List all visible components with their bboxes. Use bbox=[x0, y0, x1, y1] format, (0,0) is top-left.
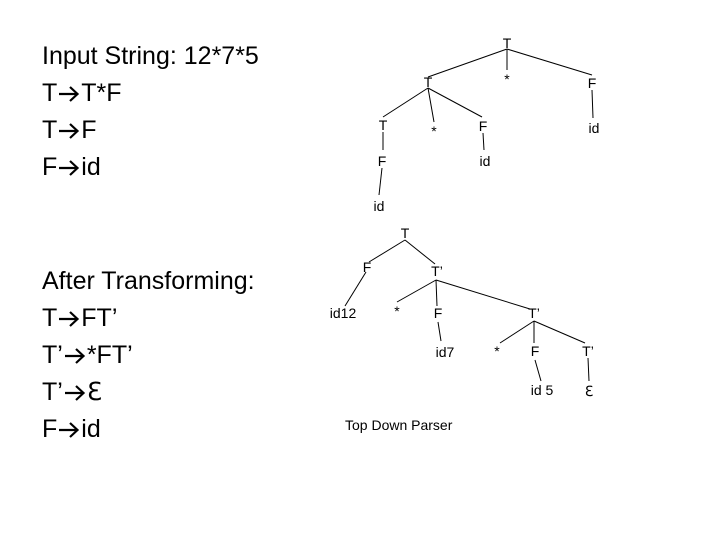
grammar-rule: T FT’ bbox=[42, 300, 255, 337]
rule-lhs: F bbox=[42, 153, 58, 181]
tree2-node-star: * bbox=[494, 343, 500, 359]
right-arrow-icon bbox=[58, 85, 80, 103]
right-arrow-icon bbox=[64, 347, 86, 365]
rule-lhs: T bbox=[42, 79, 58, 107]
right-arrow-icon bbox=[64, 384, 86, 402]
right-arrow-icon bbox=[58, 122, 80, 140]
tree1-node-f: F bbox=[378, 153, 387, 169]
tree2-node-f: F bbox=[434, 305, 443, 321]
tree1-node-id: id bbox=[480, 153, 491, 169]
rule-lhs: T bbox=[42, 116, 58, 144]
right-arrow-icon bbox=[58, 421, 80, 439]
input-string-value: 12*7*5 bbox=[183, 42, 259, 70]
rule-rhs: *FT’ bbox=[86, 341, 133, 369]
grammar-rule: T F bbox=[42, 112, 259, 149]
tree2-node-epsilon: ℇ bbox=[585, 383, 594, 399]
tree2-node-f: F bbox=[363, 259, 372, 275]
grammar-rule: F id bbox=[42, 149, 259, 186]
rule-rhs: id bbox=[81, 153, 101, 181]
tree2-node-id12: id12 bbox=[330, 305, 357, 321]
original-grammar: Input String: 12*7*5 T T*F T F F id bbox=[42, 38, 259, 186]
tree2-node-t-prime: T’ bbox=[528, 305, 540, 321]
rule-rhs: T*F bbox=[81, 79, 122, 107]
input-string-line: Input String: 12*7*5 bbox=[42, 38, 259, 75]
grammar-rule: T’ *FT’ bbox=[42, 337, 255, 374]
tree1-node-t: T bbox=[379, 117, 388, 133]
right-arrow-icon bbox=[58, 310, 80, 328]
tree1-node-star: * bbox=[431, 123, 437, 139]
transformed-grammar: After Transforming: T FT’ T’ *FT’ T’ ℇ F… bbox=[42, 263, 255, 448]
rule-rhs: FT’ bbox=[81, 304, 118, 332]
tree2-nodes: T F T’ id12 * F T’ id7 * F T’ id 5 ℇ bbox=[330, 225, 594, 399]
grammar-rule: T T*F bbox=[42, 75, 259, 112]
tree1-node-t: T bbox=[424, 74, 433, 90]
diagram-caption: Top Down Parser bbox=[345, 417, 453, 433]
tree2-node-f: F bbox=[531, 343, 540, 359]
tree1-node-f: F bbox=[479, 118, 488, 134]
rule-rhs: id bbox=[81, 415, 101, 443]
tree1-nodes: T T * F T * F id F id id bbox=[374, 35, 600, 214]
tree1-node-id: id bbox=[589, 120, 600, 136]
tree1-edges bbox=[378, 48, 594, 196]
rule-lhs: F bbox=[42, 415, 58, 443]
transform-heading: After Transforming: bbox=[42, 267, 255, 295]
rule-lhs: T’ bbox=[42, 378, 63, 406]
tree1-node-f: F bbox=[588, 75, 597, 91]
tree1-node-id: id bbox=[374, 198, 385, 214]
tree2-node-star: * bbox=[394, 303, 400, 319]
rule-lhs: T’ bbox=[42, 341, 63, 369]
tree1-node-star: * bbox=[504, 71, 510, 87]
tree2-node-t-root: T bbox=[401, 225, 410, 241]
tree2-node-t-prime: T’ bbox=[431, 263, 443, 279]
right-arrow-icon bbox=[58, 159, 80, 177]
tree1-node-t-root: T bbox=[503, 35, 512, 51]
grammar-rule: T’ ℇ bbox=[42, 374, 255, 411]
tree2-node-id5: id 5 bbox=[531, 382, 554, 398]
tree2-edges bbox=[344, 239, 590, 382]
tree2-node-id7: id7 bbox=[436, 344, 455, 360]
rule-rhs: ℇ bbox=[86, 378, 103, 406]
grammar-rule: F id bbox=[42, 411, 255, 448]
rule-lhs: T bbox=[42, 304, 58, 332]
rule-rhs: F bbox=[81, 116, 97, 144]
tree2-node-t-prime: T’ bbox=[582, 343, 594, 359]
input-string-label: Input String: bbox=[42, 42, 177, 70]
